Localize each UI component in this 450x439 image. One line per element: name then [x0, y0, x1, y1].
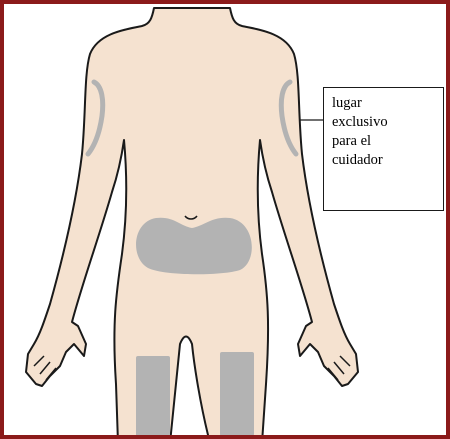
body-silhouette — [26, 8, 358, 439]
left-thigh-zone — [136, 356, 170, 438]
human-body-figure — [4, 4, 450, 439]
right-thigh-zone — [220, 352, 254, 436]
caregiver-only-callout: lugar exclusivo para el cuidador — [323, 87, 444, 211]
